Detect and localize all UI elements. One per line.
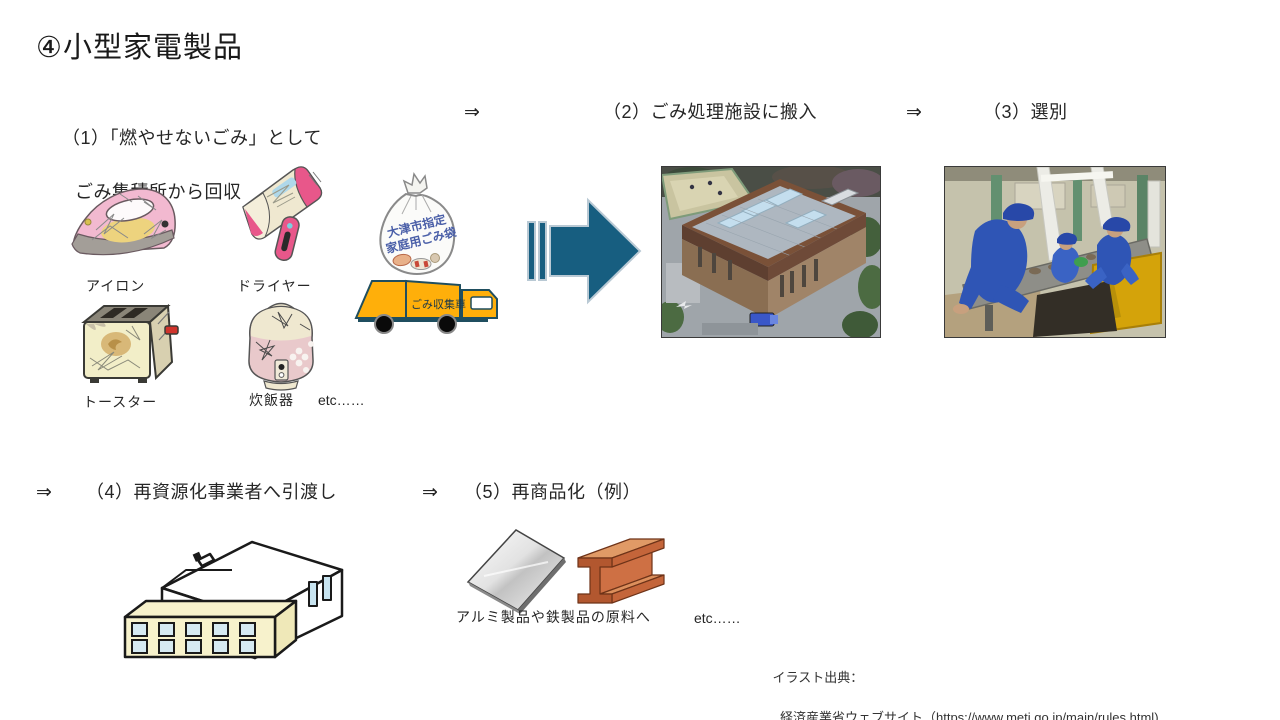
dryer-label: ドライヤー bbox=[237, 278, 312, 294]
flow-arrow-3: ⇒ bbox=[36, 482, 53, 503]
big-right-arrow-icon bbox=[526, 192, 644, 315]
step-2-label: （2）ごみ処理施設に搬入 bbox=[603, 102, 818, 122]
etc-label-2: etc…… bbox=[694, 610, 741, 626]
page-title: ④小型家電製品 bbox=[36, 32, 243, 64]
waste-facility-photo bbox=[661, 166, 881, 338]
garbage-bag-icon: 大津市指定 家庭用ごみ袋 bbox=[368, 172, 468, 289]
recycler-factory-icon bbox=[110, 520, 360, 665]
iron-label: アイロン bbox=[86, 278, 146, 294]
recycled-materials-icon bbox=[460, 524, 680, 621]
sorting-workers-photo bbox=[944, 166, 1166, 338]
step-3-label: （3）選別 bbox=[983, 102, 1068, 122]
flow-arrow-4: ⇒ bbox=[422, 482, 439, 503]
flow-arrow-1: ⇒ bbox=[464, 102, 481, 123]
step-4-label: （4）再資源化事業者へ引渡し bbox=[86, 482, 338, 502]
hair-dryer-icon bbox=[233, 163, 328, 274]
toaster-label: トースター bbox=[83, 394, 158, 410]
truck-text: ごみ収集車 bbox=[411, 297, 466, 311]
flow-arrow-2: ⇒ bbox=[906, 102, 923, 123]
materials-label: アルミ製品や鉄製品の原料へ bbox=[456, 609, 651, 625]
rice-cooker-icon bbox=[236, 298, 326, 397]
step-5-label: （5）再商品化（例） bbox=[464, 482, 642, 502]
iron-icon bbox=[68, 168, 183, 275]
etc-label-1: etc…… bbox=[318, 392, 365, 408]
rice-cooker-label: 炊飯器 bbox=[249, 392, 294, 408]
garbage-truck-icon: ごみ収集車 bbox=[350, 272, 502, 339]
illustration-source: イラスト出典： 経済産業省ウェブサイト（https://www.meti.go.… bbox=[758, 648, 1159, 720]
toaster-icon bbox=[70, 300, 182, 397]
source-line1: イラスト出典： bbox=[772, 670, 864, 685]
source-line2: 経済産業省ウェブサイト（https://www.meti.go.jp/main/… bbox=[780, 710, 1159, 720]
step-1-line1: （1）「燃やせないごみ」として bbox=[62, 128, 322, 148]
